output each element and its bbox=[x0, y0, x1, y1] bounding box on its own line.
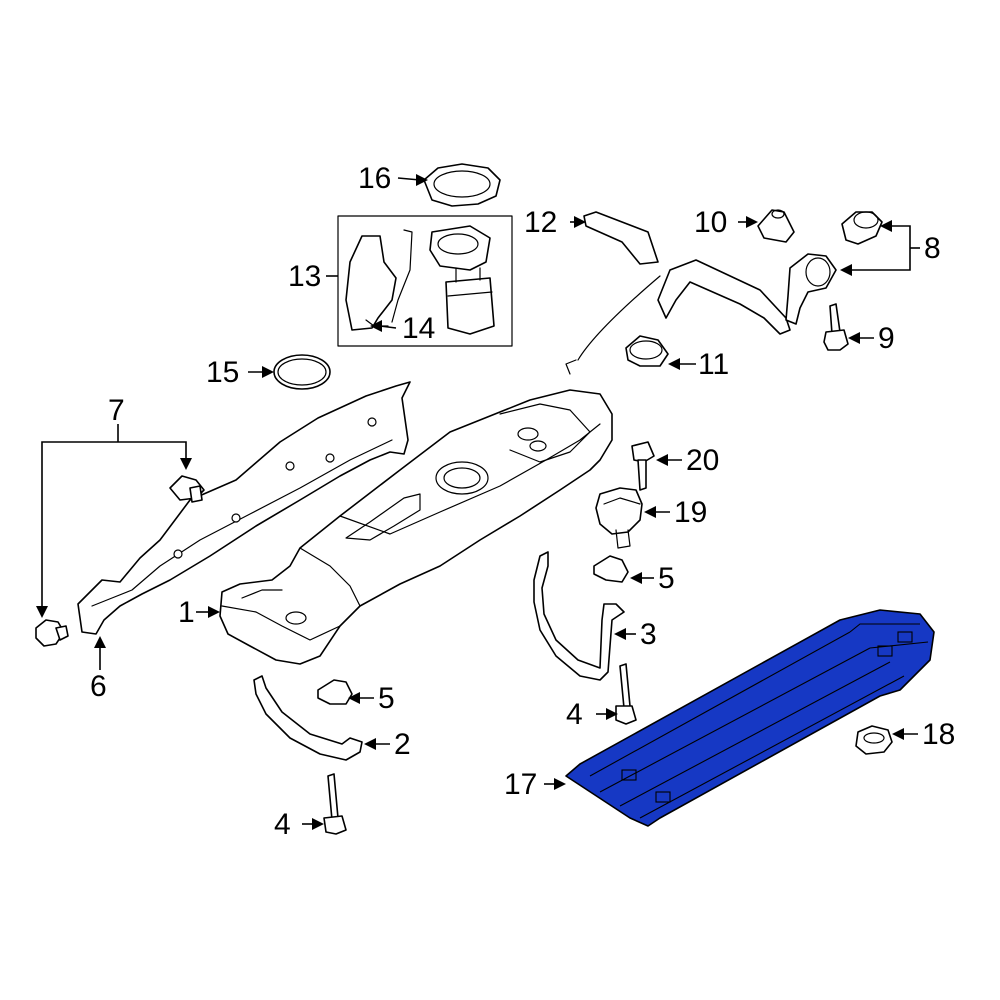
callout-10: 10 bbox=[694, 206, 727, 239]
callout-5-left: 5 bbox=[378, 682, 395, 715]
callout-3: 3 bbox=[640, 618, 657, 651]
callout-17: 17 bbox=[504, 768, 537, 801]
part-3-strap[interactable] bbox=[533, 551, 625, 681]
callout-4-left: 4 bbox=[274, 808, 291, 841]
callout-15: 15 bbox=[206, 356, 239, 389]
callout-8: 8 bbox=[924, 232, 941, 265]
part-10-clip[interactable] bbox=[757, 209, 795, 243]
callout-1: 1 bbox=[178, 596, 195, 629]
part-13-fuel-pump-module[interactable] bbox=[337, 215, 513, 347]
filler-pipe bbox=[565, 253, 837, 375]
part-5-clip-right[interactable] bbox=[593, 555, 629, 583]
callout-7: 7 bbox=[108, 394, 125, 427]
callout-12: 12 bbox=[524, 206, 557, 239]
callout-6: 6 bbox=[90, 670, 107, 703]
callout-19: 19 bbox=[674, 496, 707, 529]
leader-lines bbox=[36, 174, 920, 830]
callout-16: 16 bbox=[358, 162, 391, 195]
part-15-seal[interactable] bbox=[273, 354, 331, 390]
part-12-filler-pipe-shield[interactable] bbox=[583, 211, 659, 265]
callout-2: 2 bbox=[394, 728, 411, 761]
callout-5-right: 5 bbox=[658, 562, 675, 595]
callout-20: 20 bbox=[686, 444, 719, 477]
part-1-fuel-tank[interactable] bbox=[219, 389, 613, 665]
callout-labels: 16 13 14 15 12 10 8 9 11 7 6 1 20 19 5 3… bbox=[90, 162, 955, 841]
part-11-ring[interactable] bbox=[625, 335, 669, 367]
callout-11: 11 bbox=[698, 348, 729, 381]
part-18-nut[interactable] bbox=[855, 725, 893, 755]
part-19-module[interactable] bbox=[595, 487, 643, 549]
part-7-push-pin-lower[interactable] bbox=[35, 619, 69, 647]
part-7-heat-shield[interactable] bbox=[77, 381, 411, 635]
part-4-bolt-right[interactable] bbox=[615, 663, 637, 725]
part-16-lock-ring[interactable] bbox=[423, 163, 501, 207]
callout-14: 14 bbox=[402, 312, 435, 345]
part-7-push-pin-upper[interactable] bbox=[169, 475, 205, 503]
callout-9: 9 bbox=[878, 322, 895, 355]
callout-18: 18 bbox=[922, 718, 955, 751]
part-9-bolt[interactable] bbox=[823, 303, 849, 351]
part-17-skid-plate[interactable] bbox=[565, 609, 935, 827]
callout-4-right: 4 bbox=[566, 698, 583, 731]
part-5-clip-left[interactable] bbox=[317, 679, 353, 705]
callout-13: 13 bbox=[288, 260, 321, 293]
part-4-bolt-left[interactable] bbox=[323, 773, 347, 835]
part-20-bolt[interactable] bbox=[631, 441, 655, 491]
part-2-strap[interactable] bbox=[253, 675, 363, 761]
part-8-cap[interactable] bbox=[841, 211, 883, 245]
